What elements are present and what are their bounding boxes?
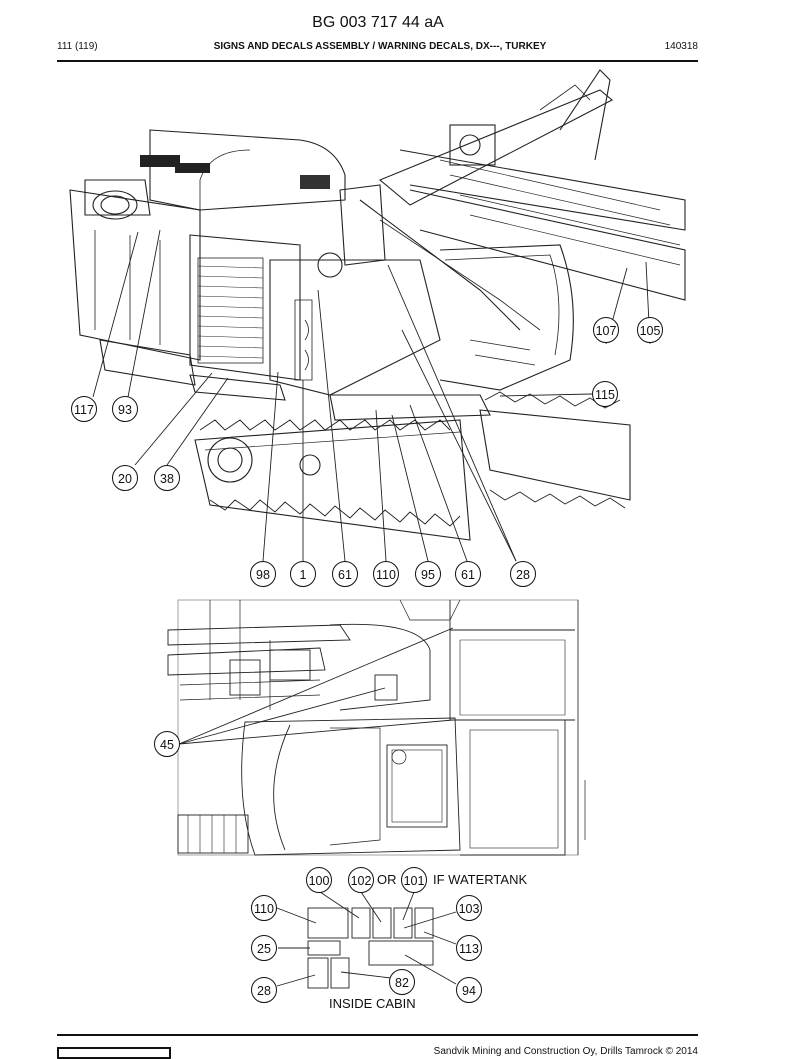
callout-82: 82 bbox=[389, 969, 415, 995]
decal-box bbox=[368, 940, 434, 966]
page-number: 111 (119) bbox=[57, 41, 98, 52]
callout-93: 93 bbox=[112, 396, 138, 422]
document-code: BG 003 717 44 aA bbox=[312, 14, 444, 31]
callout-105: 105 bbox=[637, 317, 663, 343]
decal-box bbox=[393, 907, 413, 939]
decal-box bbox=[372, 907, 392, 939]
callout-95: 95 bbox=[415, 561, 441, 587]
callout-103: 103 bbox=[456, 895, 482, 921]
callout-1: 1 bbox=[290, 561, 316, 587]
decal-box bbox=[307, 957, 329, 989]
rig-plan-view-drawing bbox=[167, 599, 586, 856]
page-date: 140318 bbox=[664, 41, 698, 52]
decal-box bbox=[307, 907, 349, 939]
header-rule bbox=[57, 60, 698, 62]
label-inside-cabin: INSIDE CABIN bbox=[329, 996, 416, 1011]
callout-38: 38 bbox=[154, 465, 180, 491]
callout-28-bottom: 28 bbox=[251, 977, 277, 1003]
callout-107: 107 bbox=[593, 317, 619, 343]
page-title: SIGNS AND DECALS ASSEMBLY / WARNING DECA… bbox=[213, 41, 547, 52]
rig-perspective-drawing bbox=[69, 69, 686, 541]
callout-101: 101 bbox=[401, 867, 427, 893]
callout-45: 45 bbox=[154, 731, 180, 757]
callout-117: 117 bbox=[71, 396, 97, 422]
label-or: OR bbox=[377, 872, 397, 887]
decal-box bbox=[351, 907, 371, 939]
callout-115: 115 bbox=[592, 381, 618, 407]
decal-layout-schematic bbox=[276, 891, 457, 989]
callout-100: 100 bbox=[306, 867, 332, 893]
label-if-watertank: IF WATERTANK bbox=[433, 872, 528, 887]
callout-61: 61 bbox=[332, 561, 358, 587]
decal-box bbox=[414, 907, 434, 939]
callout-20: 20 bbox=[112, 465, 138, 491]
footer-copyright: Sandvik Mining and Construction Oy, Dril… bbox=[433, 1046, 698, 1057]
footer-rule bbox=[57, 1034, 698, 1036]
leader-lines-top bbox=[92, 229, 651, 562]
callout-110: 110 bbox=[373, 561, 399, 587]
callout-98: 98 bbox=[250, 561, 276, 587]
leader-lines-mid bbox=[178, 627, 454, 745]
callout-25: 25 bbox=[251, 935, 277, 961]
callout-110-bottom: 110 bbox=[251, 895, 277, 921]
sandvik-logo bbox=[57, 1047, 171, 1059]
callout-28: 28 bbox=[510, 561, 536, 587]
decal-box bbox=[307, 940, 341, 956]
callout-94: 94 bbox=[456, 977, 482, 1003]
callout-61-right: 61 bbox=[455, 561, 481, 587]
callout-102: 102 bbox=[348, 867, 374, 893]
callout-113: 113 bbox=[456, 935, 482, 961]
